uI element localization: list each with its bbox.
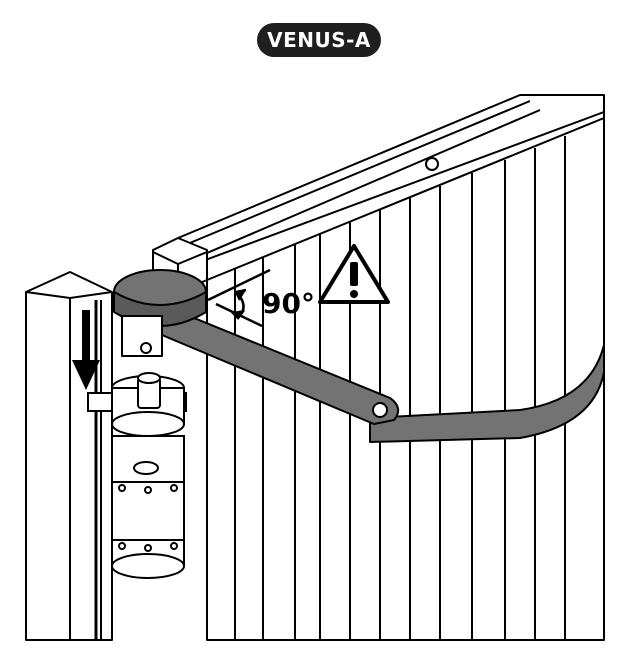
angle-indicator <box>207 268 271 328</box>
down-arrow-icon <box>72 310 100 390</box>
motor-unit <box>87 372 187 579</box>
arm-main <box>149 299 400 425</box>
angle-label: 90° <box>262 287 315 320</box>
model-badge: VENUS-A <box>257 23 381 57</box>
gate-structure <box>25 94 605 641</box>
operator-arm <box>113 269 605 443</box>
arm-secondary <box>369 344 605 443</box>
warning-triangle-icon <box>318 244 390 304</box>
